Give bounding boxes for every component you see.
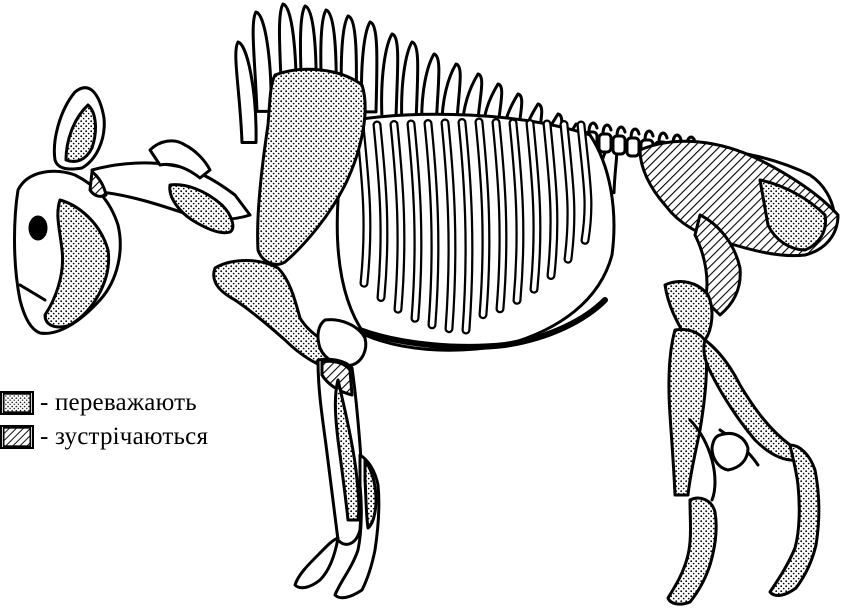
skull [15,88,121,334]
legend-item-predominant: - переважають [0,386,208,420]
dorsal-spine [382,34,398,119]
lumbar-vertebra [599,134,611,152]
lumbar-vertebra [613,136,625,154]
legend-item-occasional: - зустрічаються [0,420,208,454]
legend: - переважають - зустрічаються [0,386,208,454]
hatch-swatch-icon [0,425,34,449]
pelvis [640,141,838,255]
hind-legs [665,215,819,604]
front-legs [295,359,379,597]
legend-label-occasional: - зустрічаються [40,423,208,451]
legend-label-predominant: - переважають [40,389,197,417]
rib-cage [337,114,614,350]
lumbar-vertebra [627,138,639,156]
stipple-swatch-icon [0,391,34,415]
dorsal-spine [253,12,271,111]
